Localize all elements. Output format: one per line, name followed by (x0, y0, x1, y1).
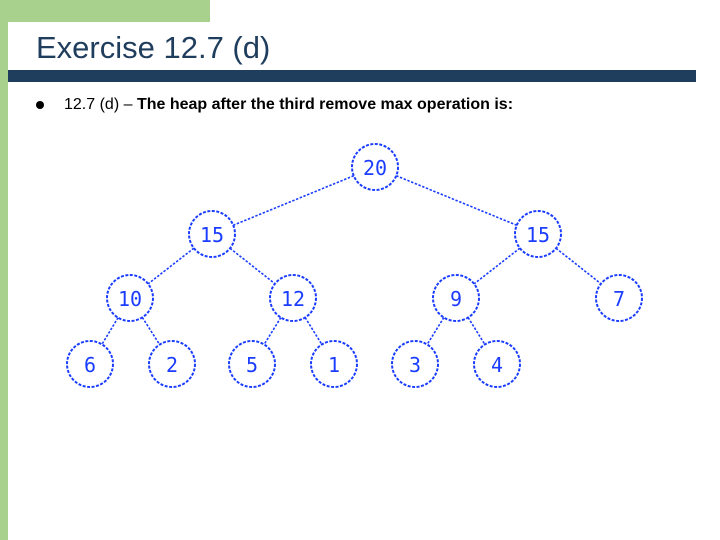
heap-edge (467, 317, 486, 345)
heap-node: 20 (351, 143, 399, 191)
heap-node-value: 15 (200, 223, 224, 247)
heap-node-value: 1 (328, 353, 340, 377)
heap-node-circle (310, 340, 358, 388)
heap-node-value: 6 (84, 353, 96, 377)
heap-node-value: 15 (526, 223, 550, 247)
heap-node: 4 (473, 340, 521, 388)
heap-edges (101, 175, 602, 346)
heap-edge (263, 317, 282, 345)
heap-node-value: 4 (491, 353, 503, 377)
bullet-text: 12.7 (d) – The heap after the third remo… (64, 96, 513, 114)
heap-edge (232, 175, 355, 226)
accent-bar-top (0, 0, 210, 22)
heap-node-value: 10 (118, 287, 142, 311)
bullet-dot-icon (36, 101, 44, 109)
bullet-statement: The heap after the third remove max oper… (136, 96, 514, 113)
heap-node-circle (66, 340, 114, 388)
heap-node: 9 (432, 274, 480, 322)
heap-node-value: 3 (409, 353, 421, 377)
title-underline (8, 70, 696, 82)
heap-node-circle (514, 210, 562, 258)
heap-node-value: 20 (363, 156, 387, 180)
accent-bar-left (0, 0, 8, 540)
heap-edge (473, 247, 521, 285)
heap-node-circle (473, 340, 521, 388)
slide-title: Exercise 12.7 (d) (36, 30, 271, 65)
heap-node: 1 (310, 340, 358, 388)
heap-node-value: 5 (246, 353, 258, 377)
heap-node-circle (269, 274, 317, 322)
heap-edge (147, 247, 195, 285)
heap-node-value: 7 (613, 287, 625, 311)
heap-node: 5 (228, 340, 276, 388)
heap-node-circle (351, 143, 399, 191)
heap-node-value: 9 (450, 287, 462, 311)
heap-node-circle (228, 340, 276, 388)
heap-node: 7 (595, 274, 643, 322)
heap-node-value: 12 (281, 287, 305, 311)
heap-node: 2 (148, 340, 196, 388)
heap-edge (426, 317, 445, 345)
heap-edge (555, 247, 602, 285)
heap-node-circle (595, 274, 643, 322)
bullet-item: 12.7 (d) – The heap after the third remo… (36, 96, 513, 114)
heap-edge (141, 316, 161, 346)
heap-node: 12 (269, 274, 317, 322)
heap-nodes: 20 15 15 10 12 9 7 6 2 5 1 3 4 (66, 143, 643, 388)
heap-edge (229, 247, 276, 285)
heap-node: 15 (514, 210, 562, 258)
heap-node: 3 (391, 340, 439, 388)
heap-edge (395, 175, 518, 226)
heap-node-circle (391, 340, 439, 388)
heap-node: 15 (188, 210, 236, 258)
heap-node-circle (188, 210, 236, 258)
heap-node-circle (432, 274, 480, 322)
bullet-prefix: 12.7 (d) – (64, 96, 137, 113)
heap-edge (304, 317, 323, 345)
heap-edge (101, 317, 119, 345)
heap-node-circle (106, 274, 154, 322)
heap-node: 10 (106, 274, 154, 322)
heap-node: 6 (66, 340, 114, 388)
heap-node-value: 2 (166, 353, 178, 377)
heap-node-circle (148, 340, 196, 388)
